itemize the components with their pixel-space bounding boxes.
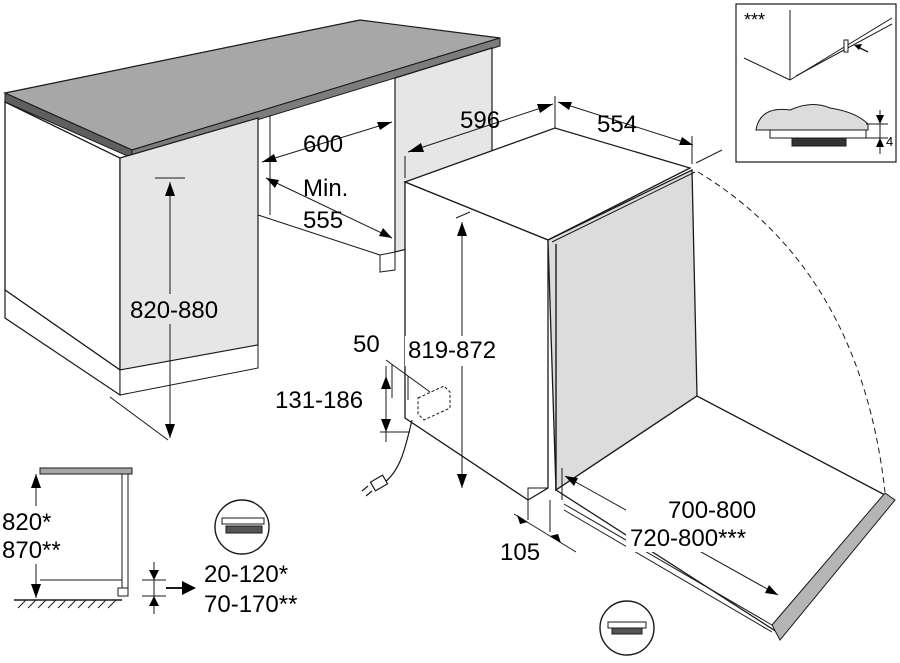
inset-marker: *** <box>744 10 765 30</box>
plinth-section-icon <box>214 499 270 555</box>
niche-depth-dimension: Min. 555 <box>265 175 393 239</box>
connector-offset-label: 50 <box>353 331 380 358</box>
niche-depth-label-2: 555 <box>303 207 343 234</box>
plinth-range-label-1: 20-120* <box>204 561 288 588</box>
niche-height-dimension: 820-880 <box>109 177 240 441</box>
side-section-detail: 820* 870** 20-120* 70-170** <box>2 467 297 618</box>
kitchen-cabinet <box>3 19 501 397</box>
niche-depth-label-1: Min. <box>303 175 348 202</box>
door-opening-label-2: 720-800*** <box>630 525 746 552</box>
appliance-height-label: 819-872 <box>408 337 496 364</box>
connector-box <box>417 385 451 421</box>
door-opening-label-1: 700-800 <box>668 497 756 524</box>
niche-width-label: 600 <box>303 131 343 158</box>
door-opening-dimension: 700-800 720-800*** <box>561 468 788 596</box>
appliance-depth-label: 554 <box>597 111 637 138</box>
inset-gap-label: 4 <box>886 134 893 149</box>
right-cabinet-plinth <box>379 251 396 273</box>
connector-height-dimension: 131-186 <box>275 366 410 442</box>
section-height-label-1: 820* <box>2 509 51 536</box>
left-cabinet-side <box>119 117 259 371</box>
door-panel-section-icon <box>599 600 655 656</box>
appliance-depth-dimension: 554 <box>557 101 723 164</box>
plug-icon <box>361 474 389 497</box>
left-cabinet-plinth-side <box>119 344 259 396</box>
detail-inset: *** 4 <box>735 3 897 163</box>
appliance-width-dimension: 596 <box>404 96 556 178</box>
plinth-range-label-2: 70-170** <box>204 591 297 618</box>
connector-height-label: 131-186 <box>275 387 363 414</box>
section-height-label-2: 870** <box>2 537 61 564</box>
plinth-depth-label: 105 <box>500 539 540 566</box>
plinth-depth-dimension: 105 <box>500 500 577 566</box>
floor-hatching <box>17 599 117 609</box>
appliance-width-label: 596 <box>460 107 500 134</box>
niche-height-label: 820-880 <box>130 297 218 324</box>
niche-width-dimension: 600 <box>261 121 393 163</box>
appliance-height-dimension: 819-872 <box>405 211 517 488</box>
door-edge-strip <box>771 492 896 641</box>
power-cord <box>361 419 413 497</box>
door-swing-arc <box>697 171 886 493</box>
connector-offset-dimension: 50 <box>353 331 431 400</box>
